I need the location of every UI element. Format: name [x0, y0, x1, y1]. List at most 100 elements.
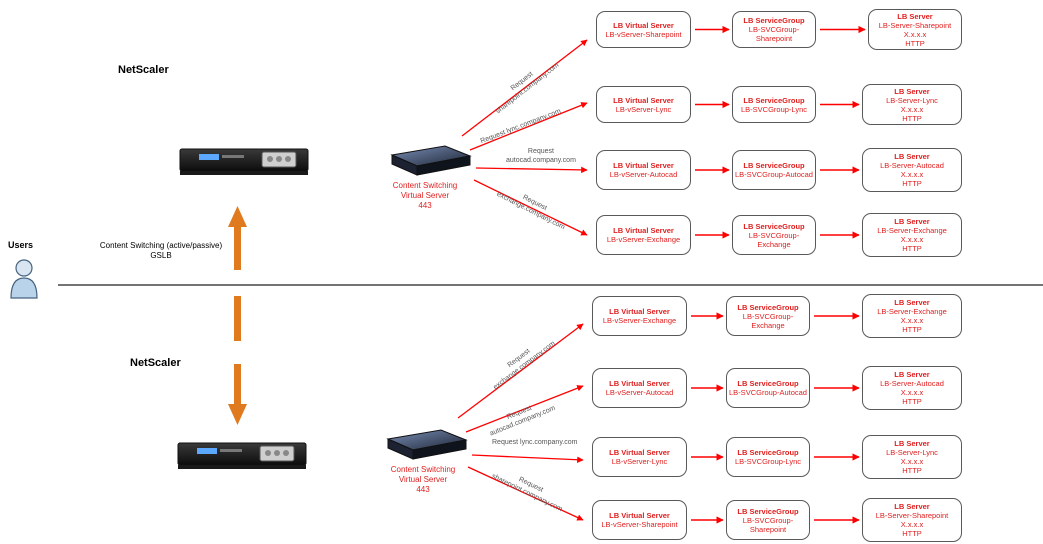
- lb-server-protocol: HTTP: [905, 38, 925, 48]
- lb-vserver-title: LB Virtual Server: [609, 448, 670, 457]
- request-text: Request lync.company.com: [492, 439, 578, 446]
- lb-server-name: LB-Server-Sharepoint: [878, 20, 952, 30]
- cs-mode-label: Content Switching (active/passive) GSLB: [86, 241, 236, 261]
- netscaler-appliance-bottom: [177, 442, 307, 469]
- lb-servicegroup-title: LB ServiceGroup: [737, 506, 799, 516]
- lb-vserver-title: LB Virtual Server: [613, 95, 674, 105]
- lb-vserver-name: LB-vServer-Lync: [611, 457, 668, 466]
- lb-vserver-name: LB-vServer-Sharepoint: [605, 29, 682, 39]
- request-label-bottom-lync: Request lync.company.com: [492, 438, 577, 447]
- cs-vserver-bottom-line1: Content Switching: [390, 465, 456, 474]
- lb-vserver-name: LB-vServer-Lync: [615, 104, 672, 114]
- cs-vserver-top-line2: Virtual Server: [400, 191, 450, 200]
- lb-server-name: LB-Server-Sharepoint: [875, 511, 949, 520]
- lb-servicegroup-title: LB ServiceGroup: [737, 448, 799, 457]
- lb-server-name: LB-Server-Exchange: [877, 307, 947, 316]
- request-host: autocad.company.com: [506, 157, 576, 164]
- request-label-top-autocad: Request autocad.company.com: [506, 147, 576, 165]
- request-text: Request: [527, 148, 554, 155]
- cs-vserver-top-line1: Content Switching: [392, 181, 458, 190]
- lb-server-protocol: HTTP: [902, 397, 922, 406]
- lb-server-name: LB-Server-Exchange: [877, 226, 947, 235]
- orange-arrow-down: [228, 364, 247, 425]
- lb-server-ip: X.x.x.x: [900, 104, 924, 114]
- lb-vserver-title: LB Virtual Server: [613, 226, 674, 235]
- cs-mode-line2: GSLB: [150, 251, 172, 260]
- lb-servicegroup-name: LB-SVCGroup-Lync: [735, 457, 801, 466]
- lb-server-protocol: HTTP: [902, 244, 922, 253]
- lb-servicegroup-name: LB-SVCGroup-Lync: [741, 104, 807, 114]
- lb-servicegroup-title: LB ServiceGroup: [737, 379, 799, 388]
- lb-servicegroup-title: LB ServiceGroup: [743, 95, 805, 105]
- lb-servicegroup-title: LB ServiceGroup: [737, 302, 799, 312]
- lb-server-ip: X.x.x.x: [900, 170, 924, 179]
- lb-server-protocol: HTTP: [902, 179, 922, 188]
- netscaler-label-top: NetScaler: [118, 64, 169, 76]
- orange-connector: [234, 296, 241, 341]
- cs-mode-line1: Content Switching (active/passive): [99, 241, 223, 250]
- lb-server-title: LB Server: [894, 86, 930, 96]
- lb-vserver-name: LB-vServer-Autocad: [609, 170, 678, 179]
- lb-server-protocol: HTTP: [902, 113, 922, 123]
- lb-vserver-name: LB-vServer-Exchange: [602, 316, 677, 325]
- lb-server-title: LB Server: [897, 11, 933, 21]
- cs-vserver-bottom-port: 443: [416, 485, 430, 494]
- lb-server-ip: X.x.x.x: [900, 388, 924, 397]
- lb-servicegroup-name: LB-SVCGroup-Sharepoint: [742, 515, 794, 534]
- cs-vserver-top-port: 443: [418, 201, 432, 210]
- lb-vserver-title: LB Virtual Server: [613, 20, 674, 30]
- fan-arrow-top-lync: [469, 102, 588, 151]
- fan-arrow-bottom-exchange: [457, 323, 584, 419]
- cs-vserver-label-bottom: Content Switching Virtual Server 443: [378, 465, 468, 495]
- lb-vserver-name: LB-vServer-Sharepoint: [601, 520, 678, 529]
- lb-servicegroup-name: LB-SVCGroup-Exchange: [742, 311, 794, 330]
- lb-server-name: LB-Server-Autocad: [880, 161, 944, 170]
- lb-vserver-title: LB Virtual Server: [609, 511, 670, 520]
- lb-server-ip: X.x.x.x: [900, 235, 924, 244]
- fan-arrow-top-exchange: [473, 179, 588, 236]
- lb-servicegroup-title: LB ServiceGroup: [743, 16, 805, 25]
- lb-server-title: LB Server: [894, 502, 930, 511]
- user-icon: [10, 259, 38, 299]
- lb-servicegroup-name: LB-SVCGroup-Sharepoint: [748, 25, 800, 43]
- lb-server-title: LB Server: [894, 439, 930, 448]
- cs-vserver-bottom-line2: Virtual Server: [398, 475, 448, 484]
- lb-servicegroup-name: LB-SVCGroup-Autocad: [729, 388, 807, 397]
- lb-vserver-title: LB Virtual Server: [613, 161, 674, 170]
- netscaler-appliance-top: [179, 148, 309, 175]
- lb-vserver-name: LB-vServer-Autocad: [605, 388, 674, 397]
- lb-servicegroup-name: LB-SVCGroup-Autocad: [735, 170, 813, 179]
- lb-vserver-name: LB-vServer-Exchange: [606, 235, 681, 244]
- cs-vserver-label-top: Content Switching Virtual Server 443: [380, 181, 470, 211]
- lb-server-title: LB Server: [894, 217, 930, 226]
- users-label: Users: [8, 240, 34, 250]
- lb-server-title: LB Server: [894, 370, 930, 379]
- lb-server-protocol: HTTP: [902, 529, 922, 538]
- lb-server-ip: X.x.x.x: [900, 457, 924, 466]
- netscaler-label-bottom: NetScaler: [130, 357, 181, 369]
- lb-server-protocol: HTTP: [902, 466, 922, 475]
- lb-server-ip: X.x.x.x: [900, 520, 924, 529]
